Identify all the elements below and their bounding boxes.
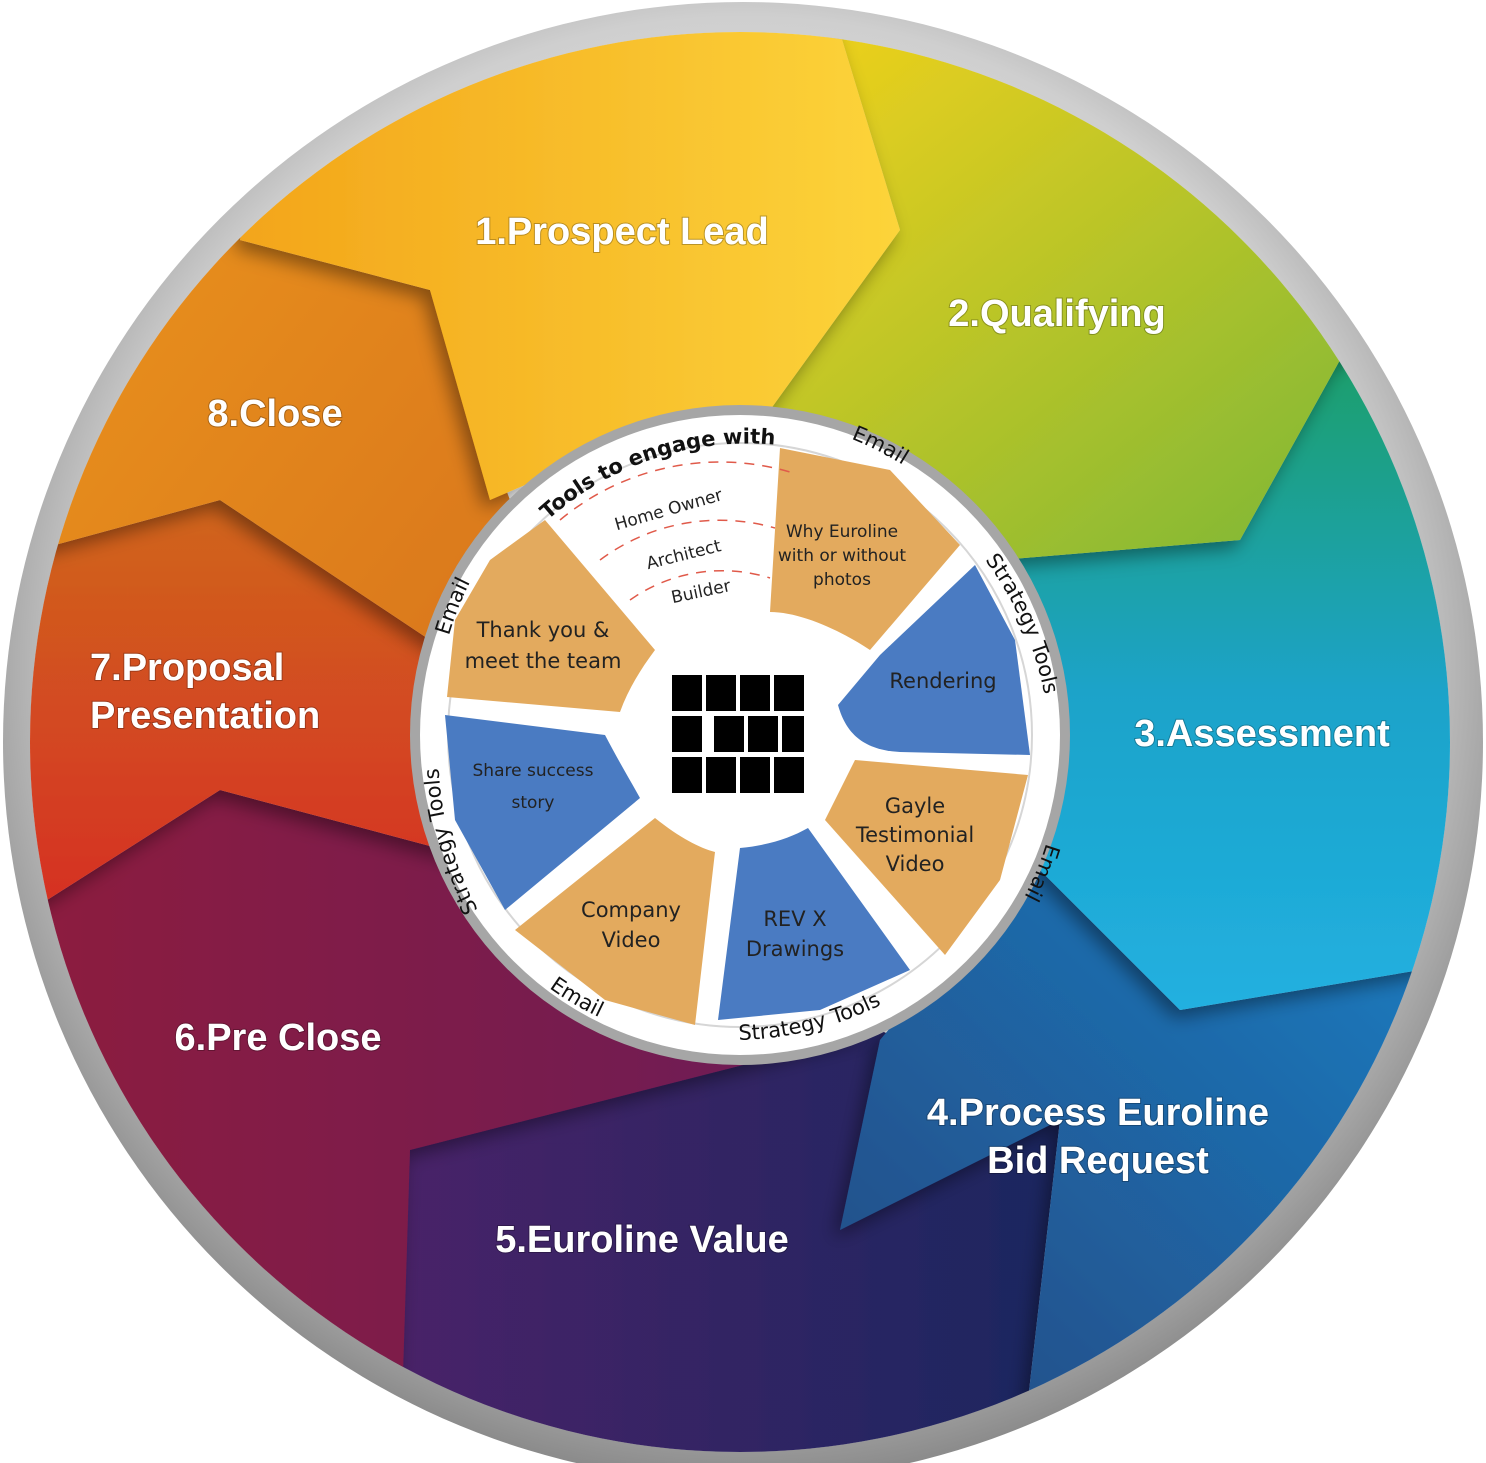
tool-label-rendering: Rendering [889,669,996,693]
stage-proposal-line-2: Presentation [90,695,320,737]
tool-label-success-story: Share success story [473,761,594,813]
tool-rev-x-line-2: Drawings [746,937,844,961]
tool-gayle-video-line-1: Gayle [885,794,945,818]
tool-panel-why-euroline [770,448,960,650]
segment-prospect-lead [240,32,900,500]
tool-gayle-video-line-2: Testimonial [855,823,974,847]
tool-success-story-line-1: Share success [473,761,594,781]
segment-proposal [30,500,520,930]
stage-euroline-value-line-1: 5.Euroline Value [495,1219,789,1261]
tool-panel-thank-you [447,520,655,712]
tool-why-euroline-line-3: photos [813,570,871,590]
tool-success-story-line-2: story [512,793,555,813]
tool-gayle-video-line-3: Video [886,852,945,876]
stage-close-line-1: 8.Close [207,393,342,435]
stage-prospect-lead-line-1: 1.Prospect Lead [475,211,769,253]
stage-label-qualifying: 2.Qualifying [948,293,1165,335]
tool-thank-you-line-2: meet the team [465,649,622,673]
tool-panel-rev-x [718,828,910,1020]
tool-panel-gayle-video [825,760,1028,955]
tool-panel-success-story [445,715,640,910]
stage-label-euroline-value: 5.Euroline Value [495,1219,789,1261]
stage-qualifying-line-1: 2.Qualifying [948,293,1165,335]
tool-panel-company-video [515,818,715,1025]
stage-process-bid-line-1: 4.Process Euroline [927,1092,1269,1134]
tool-label-rev-x: REV X Drawings [746,907,844,961]
tool-labels: Why Euroline with or without photos Render… [465,522,997,961]
tool-label-why-euroline: Why Euroline with or without photos [778,522,907,590]
tool-company-video-line-1: Company [581,898,681,922]
stage-labels: 1.Prospect Lead 2.Qualifying 3.Assessmen… [89,210,1391,1262]
tool-why-euroline-line-1: Why Euroline [786,522,898,542]
stage-proposal-line-1: 7.Proposal [90,647,284,689]
stage-pre-close-line-1: 6.Pre Close [175,1017,382,1059]
tool-label-thank-you: Thank you & meet the team [465,618,622,673]
stage-label-pre-close: 6.Pre Close [175,1017,382,1059]
tool-panel-rendering [838,565,1030,755]
stage-assessment-line-1: 3.Assessment [1134,713,1390,755]
tool-rev-x-line-1: REV X [763,907,826,931]
segment-assessment [1000,300,1450,1010]
euroline-logo-icon [672,675,804,793]
tool-rendering-line-1: Rendering [889,669,996,693]
stage-label-assessment: 3.Assessment [1134,713,1390,755]
stage-label-prospect-lead: 1.Prospect Lead [475,211,769,253]
stage-process-bid-line-2: Bid Request [987,1140,1209,1182]
tool-thank-you-line-1: Thank you & [476,618,610,642]
tool-company-video-line-2: Video [602,928,661,952]
inner-hub [410,405,1070,1065]
tool-why-euroline-line-2: with or without [778,546,907,566]
stage-label-close: 8.Close [207,393,342,435]
